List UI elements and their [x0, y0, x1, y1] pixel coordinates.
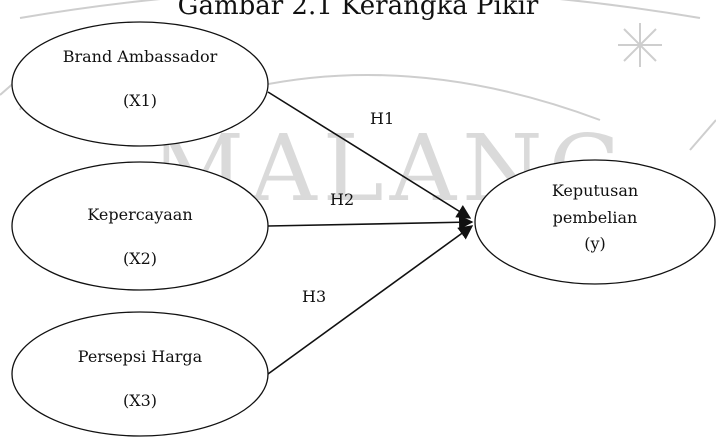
- figure-caption: Gambar 2.1 Kerangka Pikir: [178, 0, 539, 21]
- hypothesis-label-h3: H3: [302, 287, 326, 306]
- node-y-line1: Keputusan: [552, 181, 638, 200]
- hypothesis-label-h2: H2: [330, 190, 354, 209]
- node-x2-code: (X2): [123, 249, 157, 268]
- node-y: Keputusan pembelian (y): [474, 159, 716, 285]
- node-x1-code: (X1): [123, 91, 157, 110]
- arrow-h1: [267, 91, 472, 219]
- node-x1: Brand Ambassador (X1): [11, 21, 269, 147]
- node-y-code: (y): [584, 234, 606, 253]
- hypothesis-label-h1: H1: [370, 109, 394, 128]
- arrow-h3: [267, 225, 474, 375]
- node-x2-name: Kepercayaan: [87, 205, 192, 224]
- node-x3: Persepsi Harga (X3): [11, 311, 269, 437]
- arrow-h2: [267, 215, 474, 230]
- watermark-star-icon: [618, 23, 662, 67]
- node-x3-code: (X3): [123, 391, 157, 410]
- node-x3-name: Persepsi Harga: [78, 347, 203, 366]
- node-y-line2: pembelian: [553, 208, 638, 227]
- node-x2: Kepercayaan (X2): [11, 161, 269, 291]
- node-x1-name: Brand Ambassador: [63, 47, 218, 66]
